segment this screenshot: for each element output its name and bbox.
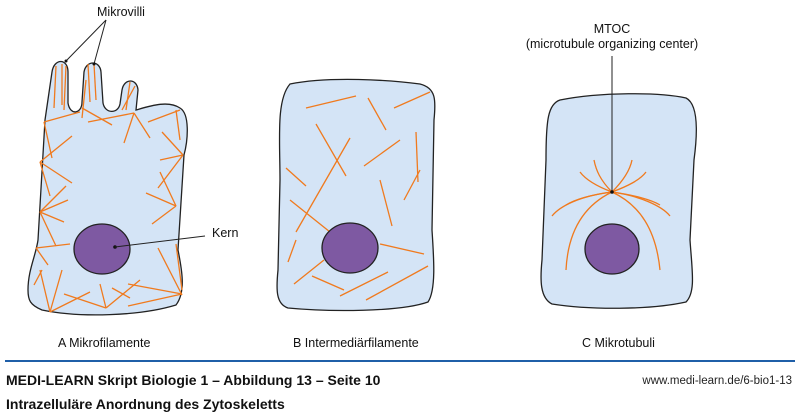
cell-a — [27, 19, 206, 316]
label-mtoc-full: (microtubule organizing center) — [525, 37, 699, 51]
footer-url: www.medi-learn.de/6-bio1-13 — [642, 375, 792, 387]
cell-c — [540, 56, 698, 309]
nucleus-c — [584, 223, 640, 275]
label-mtoc: MTOC — [593, 22, 631, 36]
nucleus-a — [73, 223, 131, 275]
label-panel-b: B Intermediärfilamente — [293, 336, 419, 350]
mtoc-point — [610, 190, 614, 194]
mikrofilamente — [33, 63, 184, 313]
cell-b — [276, 78, 436, 312]
label-mikrovilli: Mikrovilli — [97, 5, 145, 19]
mikrotubuli — [551, 159, 671, 271]
nucleus-b — [321, 222, 379, 274]
label-panel-a: A Mikrofilamente — [58, 336, 151, 350]
divider-rule — [5, 360, 795, 362]
footer-subtitle: Intrazelluläre Anordnung des Zytoskelett… — [6, 396, 285, 412]
label-kern: Kern — [212, 226, 239, 240]
footer-title: MEDI-LEARN Skript Biologie 1 – Abbildung… — [6, 372, 381, 388]
label-panel-c: C Mikrotubuli — [582, 336, 655, 350]
